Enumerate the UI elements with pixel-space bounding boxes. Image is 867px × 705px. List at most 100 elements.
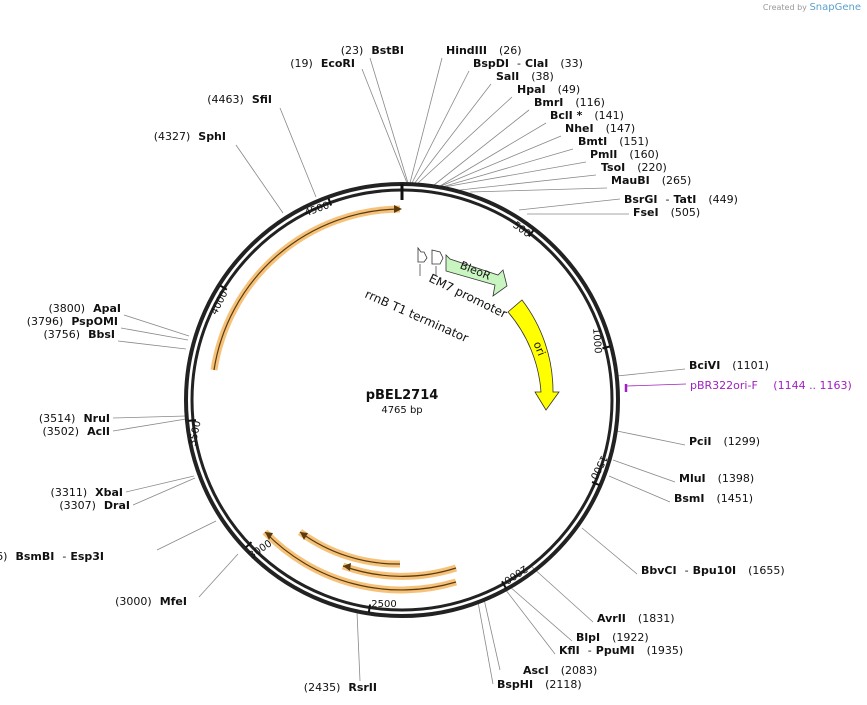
ori-feature-arrow [507, 299, 560, 411]
restriction-site-label: MluI(1398) [679, 472, 754, 485]
site-leader-line [459, 174, 597, 191]
restriction-site-label: (3514) NruI [39, 412, 110, 425]
site-enzyme-name: PmlI [590, 148, 617, 161]
site-enzyme-name-2: TatI [673, 193, 696, 206]
restriction-site-label: BmrI (116) [534, 96, 605, 109]
site-position: (33) [560, 57, 583, 70]
ruler-tick-mark [244, 541, 253, 549]
site-position: (3756) [44, 328, 81, 341]
site-enzyme-name: BsrGI [624, 193, 657, 206]
site-enzyme-name: BspDI [473, 57, 509, 70]
site-position: (3502) [43, 425, 80, 438]
site-leader-line [612, 459, 676, 483]
site-leader-line [439, 122, 547, 187]
site-position: (26) [499, 44, 522, 57]
site-leader-line [369, 57, 409, 184]
site-leader-line [361, 68, 408, 184]
site-separator: - [62, 550, 66, 563]
ruler-tick-label: 2500 [371, 599, 396, 610]
ruler-tick-mark [367, 604, 372, 613]
snapgene-credit: Created by SnapGene [763, 2, 861, 13]
site-leader-line [469, 187, 608, 193]
restriction-site-label: MauBI (265) [611, 174, 691, 187]
site-leader-line [531, 566, 594, 623]
restriction-site-label: (19) EcoRI [290, 57, 355, 70]
restriction-site-label: (3800)ApaI [49, 302, 121, 315]
site-enzyme-name: PspOMI [71, 315, 118, 328]
restriction-site-label: (4327)SphI [154, 130, 226, 143]
restriction-site-label: (3796)PspOMI [27, 315, 118, 328]
primer-range: (1144 .. 1163) [773, 379, 852, 392]
restriction-site-label: BspDI-ClaI(33) [473, 57, 583, 70]
site-position: (49) [558, 83, 581, 96]
site-enzyme-name: NruI [83, 412, 110, 425]
site-position: (1935) [647, 644, 684, 657]
site-enzyme-name: KflI [559, 644, 580, 657]
site-leader-line [616, 368, 686, 377]
site-enzyme-name: BsmBI [15, 550, 54, 563]
restriction-site-label: BbvCI-Bpu10I(1655) [641, 564, 785, 577]
site-enzyme-name: AclI [87, 425, 110, 438]
site-enzyme-name: RsrII [348, 681, 377, 694]
restriction-site-label: (3502) AclI [43, 425, 110, 438]
site-position: (3307) [59, 499, 96, 512]
ruler-tick-label: 4500 [303, 200, 331, 219]
site-enzyme-name: PciI [689, 435, 711, 448]
restriction-site-label: AscI(2083) [523, 664, 597, 677]
plasmid-size: 4765 bp [381, 405, 422, 416]
site-position: (19) [290, 57, 313, 70]
site-enzyme-name: ApaI [93, 302, 121, 315]
site-position: (2118) [545, 678, 582, 691]
site-enzyme-name: BmrI [534, 96, 563, 109]
restriction-site-label: (3000)MfeI [115, 595, 187, 608]
credit-prefix: Created by [762, 3, 807, 12]
site-position: (160) [629, 148, 659, 161]
ruler-tick-mark [602, 345, 611, 350]
site-leader-line [409, 57, 443, 184]
site-enzyme-name: HindIII [446, 44, 487, 57]
primer-label: pBR322ori-F (1144 .. 1163) [690, 379, 852, 392]
restriction-site-label: (3307) DraI [59, 499, 130, 512]
site-enzyme-name: MauBI [611, 174, 650, 187]
restriction-site-label: BsmI (1451) [674, 492, 753, 505]
site-position: (265) [662, 174, 692, 187]
site-leader-line [125, 475, 195, 493]
orange-arc-2-arrowhead [265, 532, 273, 540]
site-position: (1101) [732, 359, 769, 372]
site-labels: (23)BstBI(19)EcoRI(4463)SfiI(4327)SphI(3… [0, 44, 785, 694]
site-enzyme-name: BciVI [689, 359, 720, 372]
site-leader-line [120, 327, 189, 341]
plasmid-name: pBEL2714 [366, 388, 439, 403]
site-separator: - [685, 564, 689, 577]
site-leader-line [156, 520, 217, 551]
site-separator: - [588, 644, 592, 657]
restriction-site-label: (2435)RsrII [304, 681, 377, 694]
orange-arc-1-core [213, 208, 401, 371]
restriction-site-label: PciI(1299) [689, 435, 760, 448]
site-leader-line [279, 107, 317, 198]
site-position: (116) [575, 96, 605, 109]
site-position: (1451) [717, 492, 754, 505]
ruler-tick-mark [591, 481, 600, 487]
site-leader-line [483, 598, 501, 671]
site-leader-line [477, 601, 494, 685]
site-enzyme-name: DraI [104, 499, 130, 512]
site-leader-line [441, 148, 574, 188]
site-enzyme-name: EcoRI [321, 57, 355, 70]
restriction-site-label: AvrII(1831) [597, 612, 674, 625]
site-position: (3514) [39, 412, 76, 425]
site-position: (4463) [207, 93, 244, 106]
site-separator: - [517, 57, 521, 70]
restriction-site-label: FseI(505) [633, 206, 700, 219]
snapgene-logo: SnapGene [809, 2, 861, 13]
site-leader-line [112, 415, 187, 419]
bleor-feature-arrow [445, 254, 508, 297]
restriction-site-label: BsrGI-TatI(449) [624, 193, 738, 206]
site-enzyme-name: BstBI [371, 44, 404, 57]
site-enzyme-name: AscI [523, 664, 549, 677]
primer-name: pBR322ori-F [690, 379, 758, 392]
orange-feature-arcs [210, 205, 458, 594]
site-enzyme-name: BsmI [674, 492, 705, 505]
restriction-site-label: BmtI(151) [578, 135, 649, 148]
